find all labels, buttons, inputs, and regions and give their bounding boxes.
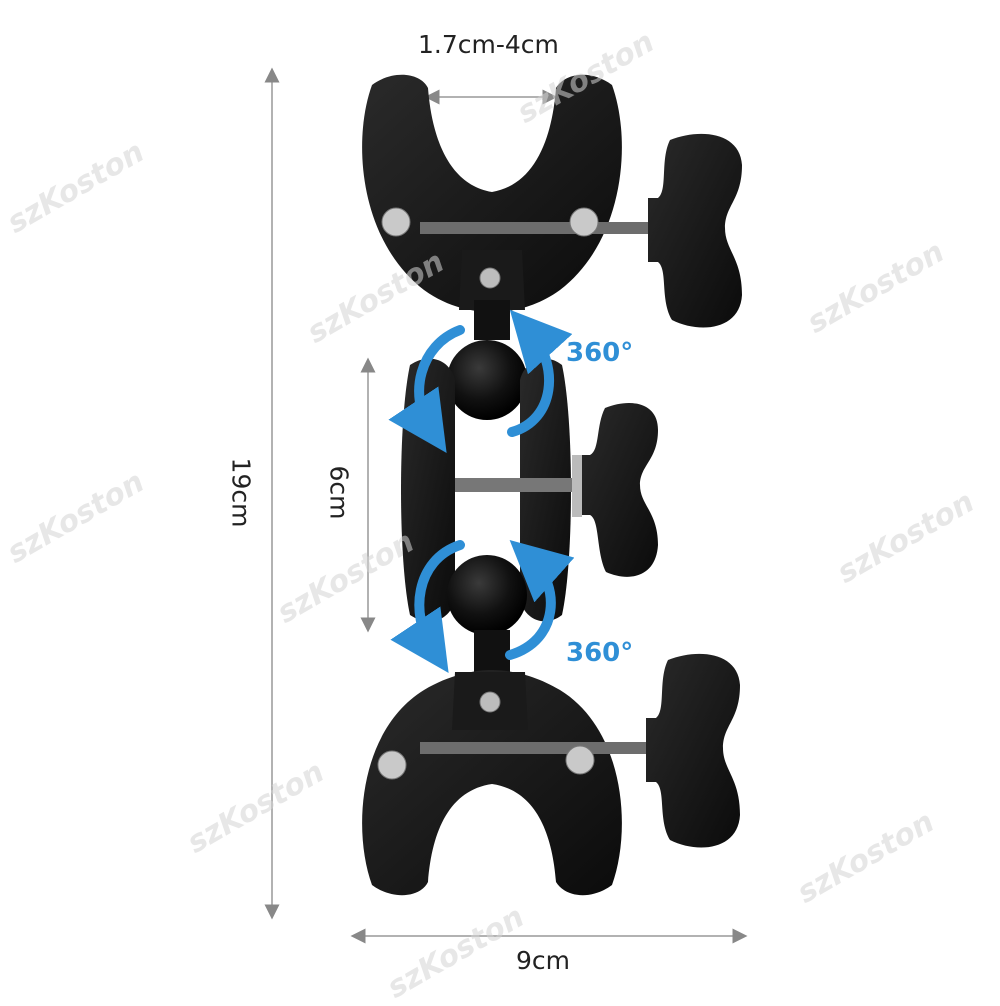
bottom-clamp-jaws bbox=[362, 670, 622, 896]
bottom-ball bbox=[447, 555, 527, 635]
bottom-clamp bbox=[362, 653, 740, 896]
width-label: 9cm bbox=[516, 946, 571, 975]
bottom-hinge-rivet bbox=[479, 691, 501, 713]
bottom-rotation-label: 360° bbox=[566, 638, 634, 668]
top-clamp bbox=[362, 74, 742, 328]
bottom-clamp-rivet-right bbox=[565, 745, 595, 775]
arm-screw bbox=[455, 478, 575, 492]
top-clamp-screw bbox=[420, 222, 660, 234]
top-clamp-rivet-right bbox=[569, 207, 599, 237]
clamp-opening-label: 1.7cm-4cm bbox=[418, 30, 559, 59]
top-clamp-rivet-left bbox=[381, 207, 411, 237]
bottom-clamp-rivet-left bbox=[377, 750, 407, 780]
arm-washer bbox=[572, 455, 582, 517]
top-ball bbox=[447, 340, 527, 420]
top-rotation-label: 360° bbox=[566, 338, 634, 368]
bottom-neck bbox=[474, 630, 510, 675]
arm-length-label: 6cm bbox=[324, 465, 354, 520]
rotate-360-arrow-icon bbox=[388, 309, 573, 453]
arm-knob bbox=[582, 403, 658, 577]
bottom-clamp-screw bbox=[420, 742, 660, 754]
rotate-360-arrow-icon bbox=[390, 539, 575, 673]
bottom-knob bbox=[646, 653, 740, 848]
top-hinge-rivet bbox=[479, 267, 501, 289]
top-neck bbox=[474, 300, 510, 340]
total-height-label: 19cm bbox=[226, 457, 256, 528]
dimension-lines bbox=[264, 67, 748, 944]
top-knob bbox=[648, 133, 742, 328]
top-clamp-jaws bbox=[362, 74, 622, 312]
